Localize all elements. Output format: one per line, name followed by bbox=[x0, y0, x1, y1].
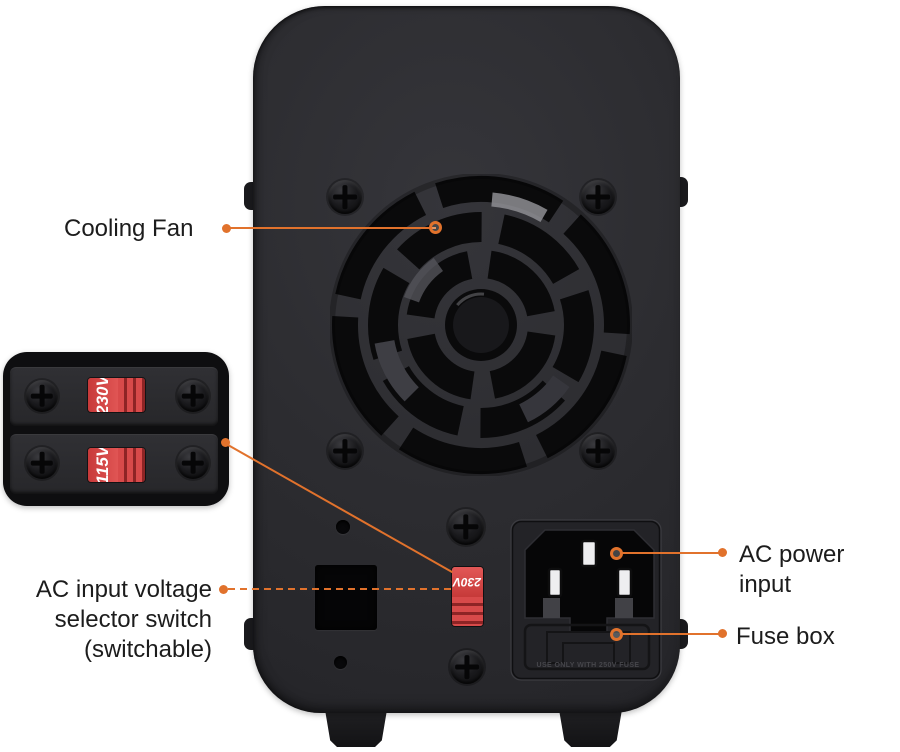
inset-screw-top-left bbox=[26, 380, 58, 412]
fan-screw-top-left bbox=[328, 180, 362, 214]
panel-screw-above-switch bbox=[448, 509, 484, 545]
cooling-fan-line bbox=[229, 227, 436, 229]
panel-hole-upper bbox=[336, 520, 350, 534]
voltage-selector-label-line3: (switchable) bbox=[83, 636, 212, 663]
ac-power-input-label: AC power input bbox=[739, 541, 845, 598]
panel-hole-lower bbox=[334, 656, 347, 669]
ac-power-line-dot bbox=[718, 548, 727, 557]
fuse-box-label: Fuse box bbox=[736, 623, 835, 650]
cooling-fan-line-dot bbox=[222, 224, 231, 233]
fan-screw-top-right bbox=[581, 180, 615, 214]
switch-slider-ridges[interactable] bbox=[452, 597, 483, 626]
inset-switch-230v-ridges bbox=[118, 378, 145, 412]
inset-switch-115v: 115V bbox=[88, 448, 145, 482]
inset-switch-115v-label: 115V bbox=[88, 448, 118, 482]
inset-screw-top-right bbox=[177, 380, 209, 412]
inset-screw-bottom-right bbox=[177, 447, 209, 479]
voltage-selector-label: AC input voltage selector switch (switch… bbox=[20, 575, 212, 665]
fuse-box-line bbox=[621, 633, 720, 635]
cooling-fan-label: Cooling Fan bbox=[64, 215, 194, 242]
switch-voltage-label: 230V bbox=[452, 567, 483, 597]
ac-inlet-module: USE ONLY WITH 250V FUSE bbox=[510, 519, 662, 681]
neutral-prong bbox=[616, 567, 633, 598]
inset-switch-230v: 230V bbox=[88, 378, 145, 412]
fuse-box-line-dot bbox=[718, 629, 727, 638]
inset-line-dot bbox=[221, 438, 230, 447]
ventilation-slot bbox=[315, 565, 377, 630]
voltage-selector-dashed-line bbox=[228, 588, 451, 590]
voltage-selector-label-line2: selector switch bbox=[54, 606, 212, 633]
fuse-warning-text: USE ONLY WITH 250V FUSE bbox=[537, 662, 640, 669]
voltage-selector-label-line1: AC input voltage bbox=[35, 576, 212, 603]
inset-screw-bottom-left bbox=[26, 447, 58, 479]
fuse-holder-outline bbox=[546, 631, 631, 664]
inset-switch-230v-label: 230V bbox=[88, 378, 118, 412]
fan-screw-bottom-left bbox=[328, 434, 362, 468]
line-prong bbox=[547, 567, 563, 598]
ac-power-line bbox=[621, 552, 720, 554]
cooling-fan-grille bbox=[330, 174, 632, 476]
ground-prong bbox=[580, 539, 598, 568]
fuse-box-cover[interactable] bbox=[523, 623, 651, 671]
inset-switch-115v-ridges bbox=[118, 448, 145, 482]
fan-screw-bottom-right bbox=[581, 434, 615, 468]
voltage-selector-switch[interactable]: 230V bbox=[452, 567, 483, 626]
cooling-fan-target-ring bbox=[429, 221, 442, 234]
panel-screw-below-switch bbox=[450, 650, 484, 684]
voltage-selector-line-dot bbox=[219, 585, 228, 594]
socket-prongs bbox=[547, 539, 633, 598]
